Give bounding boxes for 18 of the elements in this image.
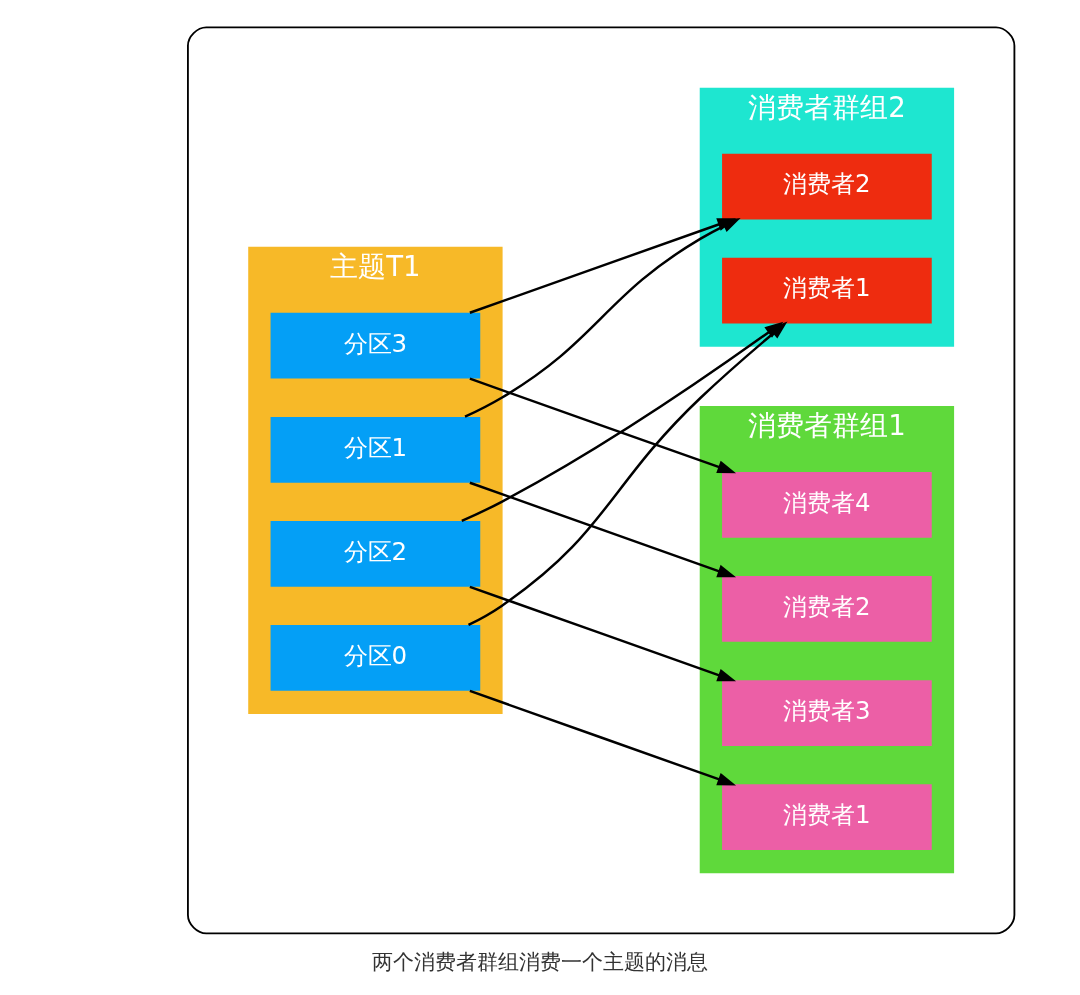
node-box: 消费者2 xyxy=(722,575,932,642)
node-box: 消费者2 xyxy=(722,153,932,219)
arrow xyxy=(469,585,737,681)
caption: 两个消费者群组消费一个主题的消息 xyxy=(372,948,708,974)
node-box: 分区3 xyxy=(270,312,481,379)
arrow xyxy=(469,481,737,577)
node-box: 消费者3 xyxy=(722,679,932,746)
node-box: 分区2 xyxy=(270,520,481,587)
node-box: 分区1 xyxy=(270,416,481,483)
node-box: 分区0 xyxy=(270,624,481,691)
node-box: 消费者4 xyxy=(722,471,932,538)
arrow xyxy=(469,217,737,314)
arrow xyxy=(461,321,784,522)
node-box: 消费者1 xyxy=(722,783,932,850)
arrow xyxy=(469,689,737,785)
arrow xyxy=(469,377,737,473)
node-box: 消费者1 xyxy=(722,257,932,323)
cluster xyxy=(187,25,1016,934)
